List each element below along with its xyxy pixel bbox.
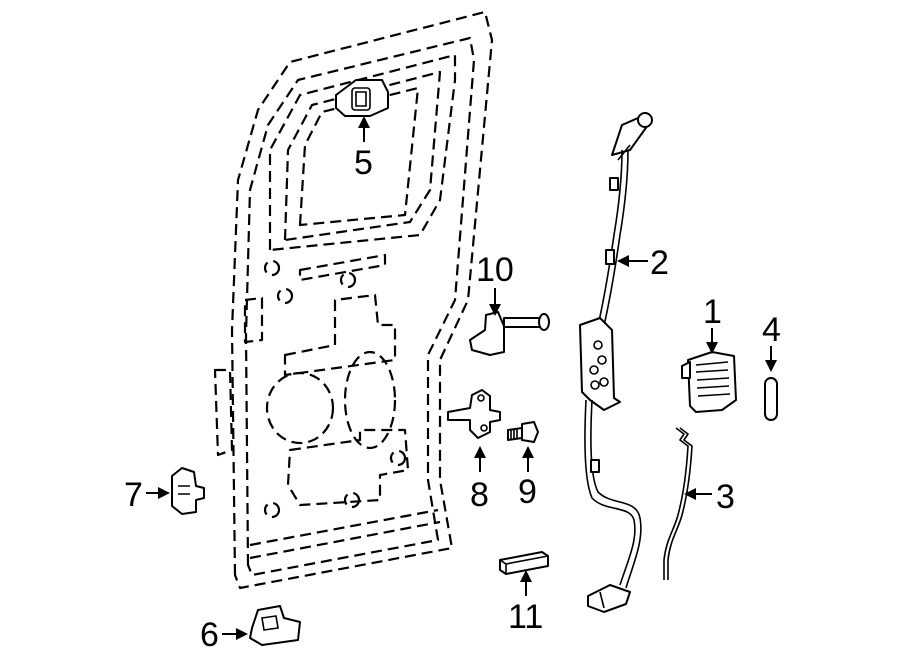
part-2-latch-cable-assembly	[579, 112, 653, 613]
part-10-door-check	[469, 311, 550, 356]
callout-7: 7	[124, 476, 143, 514]
part-1-handle	[681, 351, 737, 413]
part-8-striker	[447, 389, 501, 439]
part-7-clip	[171, 467, 205, 515]
callout-5: 5	[354, 144, 373, 182]
callout-2: 2	[650, 244, 669, 282]
callout-9: 9	[518, 473, 537, 511]
part-11-pad	[499, 551, 549, 575]
part-5-bumper	[335, 79, 389, 117]
part-3-rod	[663, 427, 693, 580]
callout-labels: 1 2 3 4 5 6 7 8 9 10 11	[124, 144, 781, 654]
callout-1: 1	[703, 293, 722, 331]
part-4-pin	[764, 377, 778, 421]
callout-8: 8	[470, 476, 489, 514]
callout-10: 10	[476, 251, 514, 289]
rear-door-outline	[213, 10, 494, 590]
part-9-bolt	[507, 421, 539, 443]
callout-4: 4	[762, 311, 781, 349]
callout-6: 6	[200, 616, 219, 654]
callout-3: 3	[716, 478, 735, 516]
callout-11: 11	[508, 598, 543, 636]
leader-lines	[146, 116, 777, 640]
part-6-bumper	[249, 605, 301, 646]
